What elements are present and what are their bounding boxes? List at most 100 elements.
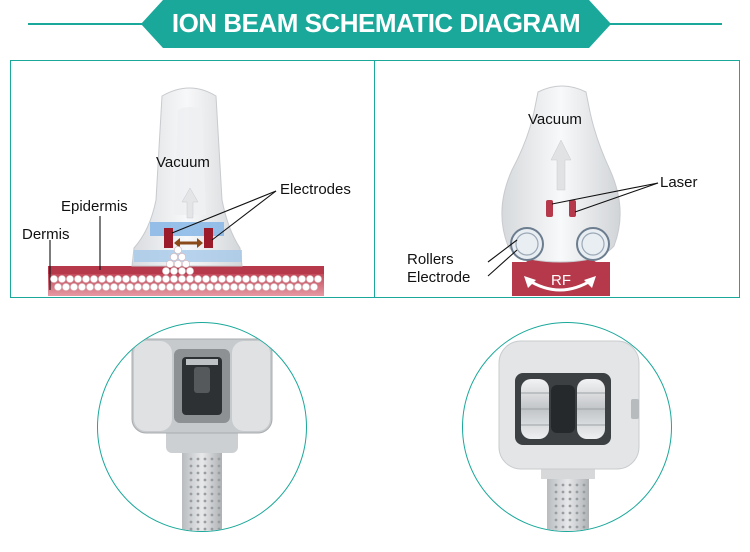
tissue-cell: [202, 275, 210, 283]
tissue-cell: [114, 275, 122, 283]
banner-line-left: [28, 23, 146, 25]
tissue-cell: [178, 275, 186, 283]
tissue-cell: [206, 283, 214, 291]
tissue-cell: [266, 275, 274, 283]
tissue-cells: [50, 246, 322, 291]
tissue-cell: [174, 260, 182, 268]
tissue-cell: [302, 283, 310, 291]
tissue-cell: [174, 246, 182, 254]
tissue-cell: [182, 260, 190, 268]
tissue-cell: [218, 275, 226, 283]
tissue-cell: [178, 253, 186, 261]
tissue-cell: [122, 275, 130, 283]
tissue-cell: [70, 283, 78, 291]
tissue-cell: [166, 260, 174, 268]
vacuum-arrow-right: [550, 139, 572, 191]
tissue-cell: [306, 275, 314, 283]
label-vacuum-right: Vacuum: [528, 111, 582, 128]
tissue-cell: [298, 275, 306, 283]
tissue-cell: [210, 275, 218, 283]
label-electrode: Electrode: [407, 269, 471, 286]
label-electrodes: Electrodes: [280, 181, 351, 198]
tissue-cell: [66, 275, 74, 283]
label-epidermis: Epidermis: [61, 198, 128, 215]
tissue-cell: [178, 267, 186, 275]
photo-right: [462, 322, 672, 532]
tissue-cell: [50, 275, 58, 283]
tissue-cell: [310, 283, 318, 291]
tissue-cell: [182, 283, 190, 291]
rf-arrow: [527, 278, 593, 292]
label-laser: Laser: [660, 174, 698, 191]
tissue-cell: [250, 275, 258, 283]
tissue-cell: [146, 275, 154, 283]
tissue-cell: [278, 283, 286, 291]
tissue-cell: [86, 283, 94, 291]
epidermis-layer: [48, 266, 324, 274]
tissue-cell: [118, 283, 126, 291]
tissue-cell: [290, 275, 298, 283]
tissue-cell: [94, 283, 102, 291]
tissue-cell: [174, 283, 182, 291]
label-dermis: Dermis: [22, 226, 70, 243]
tissue-cell: [154, 275, 162, 283]
tissue-cell: [258, 275, 266, 283]
laser-left: [546, 200, 553, 217]
tissue-cell: [158, 283, 166, 291]
vacuum-arrow-left: [181, 187, 199, 219]
label-rollers: Rollers: [407, 251, 454, 268]
tissue-cell: [294, 283, 302, 291]
tissue-cell: [78, 283, 86, 291]
tissue-cell: [130, 275, 138, 283]
tissue-cell: [110, 283, 118, 291]
tissue-cell: [82, 275, 90, 283]
tissue-cell: [170, 253, 178, 261]
tissue-cell: [246, 283, 254, 291]
tissue-cell: [274, 275, 282, 283]
photo-left: [97, 322, 307, 532]
tissue-cell: [54, 283, 62, 291]
label-vacuum-left: Vacuum: [156, 154, 210, 171]
tissue-cell: [270, 283, 278, 291]
tissue-cell: [222, 283, 230, 291]
tissue-cell: [166, 283, 174, 291]
tissue-cell: [286, 283, 294, 291]
electrode-left: [164, 228, 173, 248]
tissue-cell: [254, 283, 262, 291]
tissue-cell: [190, 283, 198, 291]
tissue-cell: [226, 275, 234, 283]
handpiece-electrode-head-photo: [131, 338, 273, 531]
laser-right: [569, 200, 576, 217]
tissue-cell: [186, 267, 194, 275]
tissue-cell: [102, 283, 110, 291]
tissue-cell: [126, 283, 134, 291]
tissue-cell: [194, 275, 202, 283]
electrode-right: [204, 228, 213, 248]
tissue-cell: [262, 283, 270, 291]
tissue-cell: [238, 283, 246, 291]
tissue-cell: [170, 275, 178, 283]
tissue-cell: [230, 283, 238, 291]
tissue-cell: [98, 275, 106, 283]
title-banner: [141, 0, 611, 48]
tissue-cell: [314, 275, 322, 283]
tissue-cell: [142, 283, 150, 291]
rf-tissue: [512, 262, 610, 296]
tissue-cell: [106, 275, 114, 283]
tissue-cell: [162, 275, 170, 283]
tissue-cell: [134, 283, 142, 291]
tissue-cell: [282, 275, 290, 283]
tissue-cell: [62, 283, 70, 291]
label-rf: RF: [551, 272, 571, 289]
tissue-cell: [186, 275, 194, 283]
tissue-cell: [138, 275, 146, 283]
tissue-cell: [214, 283, 222, 291]
tissue-cell: [234, 275, 242, 283]
tissue-cell: [150, 283, 158, 291]
tissue-cell: [162, 267, 170, 275]
tissue-cell: [90, 275, 98, 283]
tissue-cell: [198, 283, 206, 291]
banner-line-right: [606, 23, 722, 25]
